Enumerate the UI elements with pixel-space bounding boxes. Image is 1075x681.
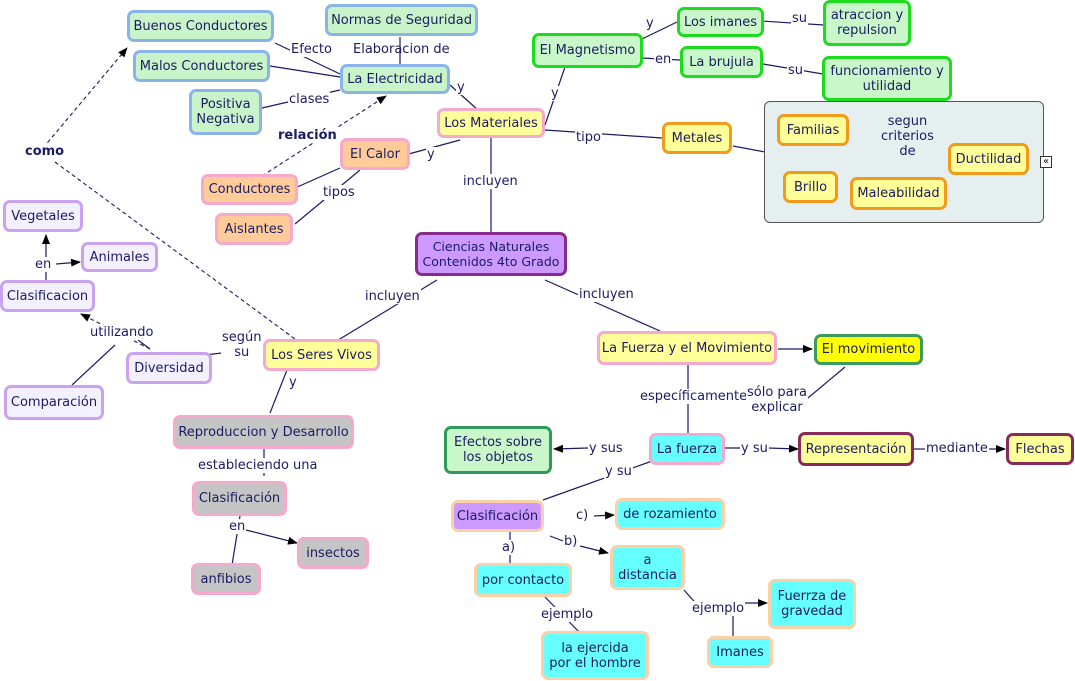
node-flechas[interactable]: Flechas <box>1006 433 1074 465</box>
link-label-c: c) <box>575 508 590 523</box>
node-vegetales[interactable]: Vegetales <box>3 200 83 232</box>
node-la-ejercida-por-el-hombre[interactable]: la ejercida por el hombre <box>541 631 649 680</box>
link-label-solo-para-explicar: sólo para explicar <box>746 385 808 415</box>
node-la-fuerza-y-el-movimiento[interactable]: La Fuerza y el Movimiento <box>597 331 777 365</box>
link-label-como: como <box>24 144 66 159</box>
node-ciencias-naturales[interactable]: Ciencias Naturales Contenidos 4to Grado <box>415 232 567 276</box>
link-label-ejemplo-contacto: ejemplo <box>540 607 595 622</box>
node-fuerza-de-gravedad[interactable]: Fuerrza de gravedad <box>768 579 856 629</box>
link-label-a: a) <box>501 540 517 555</box>
node-de-rozamiento[interactable]: de rozamiento <box>615 498 725 530</box>
node-la-brujula[interactable]: La brujula <box>680 46 763 78</box>
node-anfibios[interactable]: anfibios <box>191 563 261 595</box>
node-representacion[interactable]: Representación <box>798 432 914 466</box>
link-label-b: b) <box>563 534 579 549</box>
link-label-y-electricidad: y <box>456 80 466 95</box>
node-la-fuerza[interactable]: La fuerza <box>649 433 725 465</box>
link-label-elaboracion-de: Elaboracion de <box>353 42 450 57</box>
node-metales[interactable]: Metales <box>662 122 732 154</box>
node-los-seres-vivos[interactable]: Los Seres Vivos <box>263 339 380 371</box>
node-reproduccion-desarrollo[interactable]: Reproduccion y Desarrollo <box>173 415 354 449</box>
node-a-distancia[interactable]: a distancia <box>610 545 685 590</box>
node-clasificacion-seres[interactable]: Clasificación <box>192 481 287 516</box>
collapse-icon[interactable]: « <box>1040 156 1052 168</box>
node-comparacion[interactable]: Comparación <box>4 385 104 420</box>
node-el-calor[interactable]: El Calor <box>340 138 410 170</box>
node-malos-conductores[interactable]: Malos Conductores <box>133 50 270 82</box>
link-label-incluyen-seres: incluyen <box>364 289 421 304</box>
node-los-imanes[interactable]: Los imanes <box>677 7 764 37</box>
link-label-estableciendo-una: estableciendo una <box>197 458 319 473</box>
link-label-y-su-representacion: y su <box>740 441 769 456</box>
node-ductilidad[interactable]: Ductilidad <box>948 143 1029 175</box>
node-normas-de-seguridad[interactable]: Normas de Seguridad <box>325 4 478 36</box>
link-label-relacion: relación <box>277 128 338 143</box>
link-label-utilizando: utilizando <box>89 325 155 340</box>
link-label-especificamente: específicamente <box>639 389 749 404</box>
link-label-efecto: Efecto <box>290 42 333 57</box>
node-positiva-negativa[interactable]: Positiva Negativa <box>189 89 262 135</box>
node-atraccion-repulsion[interactable]: atraccion y repulsion <box>823 0 911 46</box>
link-label-su-atraccion: su <box>791 11 809 26</box>
node-diversidad[interactable]: Diversidad <box>126 352 212 384</box>
link-label-su-funcionamiento: su <box>787 63 805 78</box>
link-label-tipos: tipos <box>322 185 356 200</box>
node-familias[interactable]: Familias <box>777 114 849 146</box>
node-aislantes[interactable]: Aislantes <box>215 213 293 245</box>
node-efectos-sobre-los-objetos[interactable]: Efectos sobre los objetos <box>444 426 552 474</box>
node-conductores[interactable]: Conductores <box>201 174 298 205</box>
link-label-en-clasificacion: en <box>34 257 53 272</box>
link-label-en-brujula: en <box>654 52 673 67</box>
link-label-en-seres: en <box>228 519 247 534</box>
node-el-magnetismo[interactable]: El Magnetismo <box>532 33 643 68</box>
link-label-y-imanes: y <box>645 16 655 31</box>
node-brillo[interactable]: Brillo <box>783 171 838 203</box>
node-buenos-conductores[interactable]: Buenos Conductores <box>127 10 274 42</box>
node-la-electricidad[interactable]: La Electricidad <box>340 64 450 94</box>
link-label-clases: clases <box>288 92 331 107</box>
link-label-y-seres: y <box>288 375 298 390</box>
link-label-y-su-clasificacion: y su <box>604 464 633 479</box>
node-clasificacion-left[interactable]: Clasificacion <box>0 280 95 312</box>
link-label-y-sus: y sus <box>588 441 624 456</box>
node-los-materiales[interactable]: Los Materiales <box>437 108 545 138</box>
node-clasificacion-fuerza[interactable]: Clasificación <box>451 500 544 532</box>
node-maleabilidad[interactable]: Maleabilidad <box>850 177 947 210</box>
node-por-contacto[interactable]: por contacto <box>474 563 572 597</box>
node-el-movimiento[interactable]: El movimiento <box>814 334 923 365</box>
link-label-ejemplo-distancia: ejemplo <box>691 601 746 616</box>
link-label-incluyen-fuerza: incluyen <box>578 287 635 302</box>
link-label-mediante: mediante <box>925 441 989 456</box>
node-funcionamiento-utilidad[interactable]: funcionamiento y utilidad <box>822 56 952 101</box>
link-label-incluyen-materiales: incluyen <box>462 174 519 189</box>
link-label-tipo: tipo <box>575 130 602 145</box>
node-insectos[interactable]: insectos <box>297 537 369 569</box>
node-animales[interactable]: Animales <box>81 242 158 272</box>
node-imanes-bottom[interactable]: Imanes <box>707 636 773 668</box>
link-label-y-calor: y <box>426 147 436 162</box>
link-label-segun-su: según su <box>221 330 263 360</box>
link-label-segun-criterios-de: segun criterios de <box>881 114 934 159</box>
link-label-y-magnetismo: y <box>550 86 560 101</box>
